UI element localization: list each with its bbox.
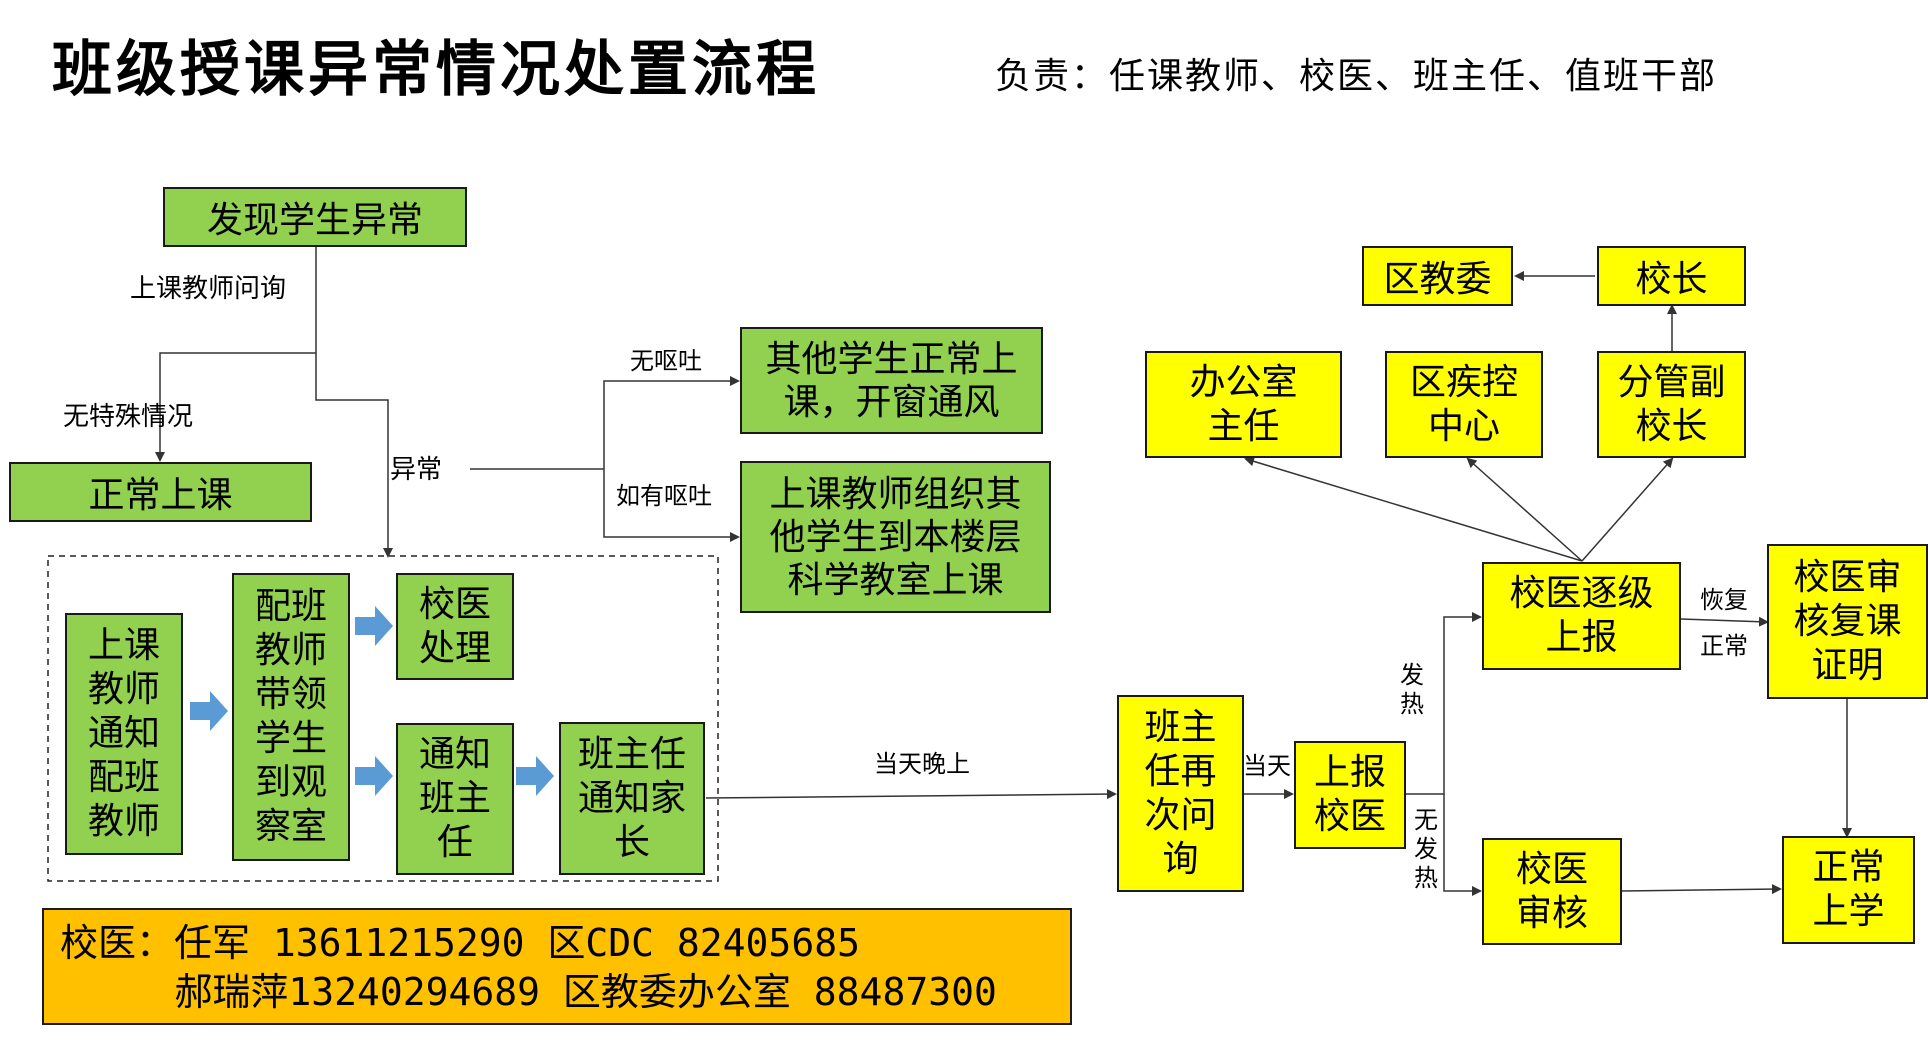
label-same-evening: 当天晚上 [874,750,970,778]
node-doctor-report-up: 校医逐级 上报 [1482,562,1681,670]
connector-discover-down [160,246,317,460]
contact-line-1: 校医：任军 13611215290 区CDC 82405685 [60,921,860,965]
block-arrow-1 [190,691,228,731]
connector-to-office [1244,456,1583,562]
label-fever: 发 热 [1400,661,1424,718]
contact-line-2: 郝瑞萍13240294689 区教委办公室 88487300 [60,970,997,1014]
connector-if-vomit [603,469,740,542]
connector-same-evening [705,789,1117,800]
connector-recover [1680,616,1769,627]
node-doctor-review-cert: 校医审 核复课 证明 [1767,544,1928,699]
node-lead-student: 配班 教师 带领 学生 到观 察室 [232,573,350,861]
node-others-move: 上课教师组织其 他学生到本楼层 科学教室上课 [740,461,1051,613]
label-recover: 恢复 [1700,586,1748,614]
connector-fever [1406,612,1482,795]
label-no-special: 无特殊情况 [63,402,194,432]
block-arrow-3 [355,756,393,796]
label-teacher-ask: 上课教师问询 [130,274,287,304]
connector-no-fever [1443,794,1482,896]
label-normal: 正常 [1700,632,1748,660]
node-report-doctor: 上报 校医 [1294,741,1406,849]
label-if-vomit: 如有呕吐 [616,482,712,510]
node-normal-class: 正常上课 [9,462,312,522]
node-district-cdc: 区疾控 中心 [1385,351,1543,458]
node-notify-teacher: 上课 教师 通知 配班 教师 [65,613,183,855]
node-doctor-handle: 校医 处理 [396,573,514,680]
node-vice-principal: 分管副 校长 [1597,351,1746,458]
block-arrow-2 [355,606,393,646]
connector-to-vice [1581,457,1674,562]
label-no-vomit: 无呕吐 [630,347,702,375]
contact-panel: 校医：任军 13611215290 区CDC 82405685 郝瑞萍13240… [42,908,1072,1025]
node-district-edu: 区教委 [1362,246,1513,306]
node-notify-head: 通知 班主 任 [396,723,514,875]
label-same-day: 当天 [1243,752,1291,780]
connector-to-abnormal-area [315,353,393,558]
node-discover: 发现学生异常 [163,187,467,247]
responsible-line: 负责：任课教师、校医、班主任、值班干部 [995,56,1718,97]
connector-to-cdc [1466,457,1583,562]
node-back-school: 正常 上学 [1782,836,1915,944]
connector-review-school [1621,884,1782,895]
node-office-director: 办公室 主任 [1145,351,1342,458]
node-head-ask: 班主 任再 次问 询 [1117,695,1244,892]
node-notify-parent: 班主任 通知家 长 [559,722,705,875]
label-abnormal: 异常 [390,455,443,485]
label-no-fever: 无 发 热 [1414,806,1438,892]
observation-group-border [47,555,719,882]
node-others-normal: 其他学生正常上 课，开窗通风 [740,327,1043,434]
node-doctor-review: 校医 审核 [1482,838,1622,945]
page-title: 班级授课异常情况处置流程 [52,35,820,105]
connector-no-vomit [603,376,740,469]
node-principal: 校长 [1597,246,1746,306]
block-arrow-4 [516,756,554,796]
